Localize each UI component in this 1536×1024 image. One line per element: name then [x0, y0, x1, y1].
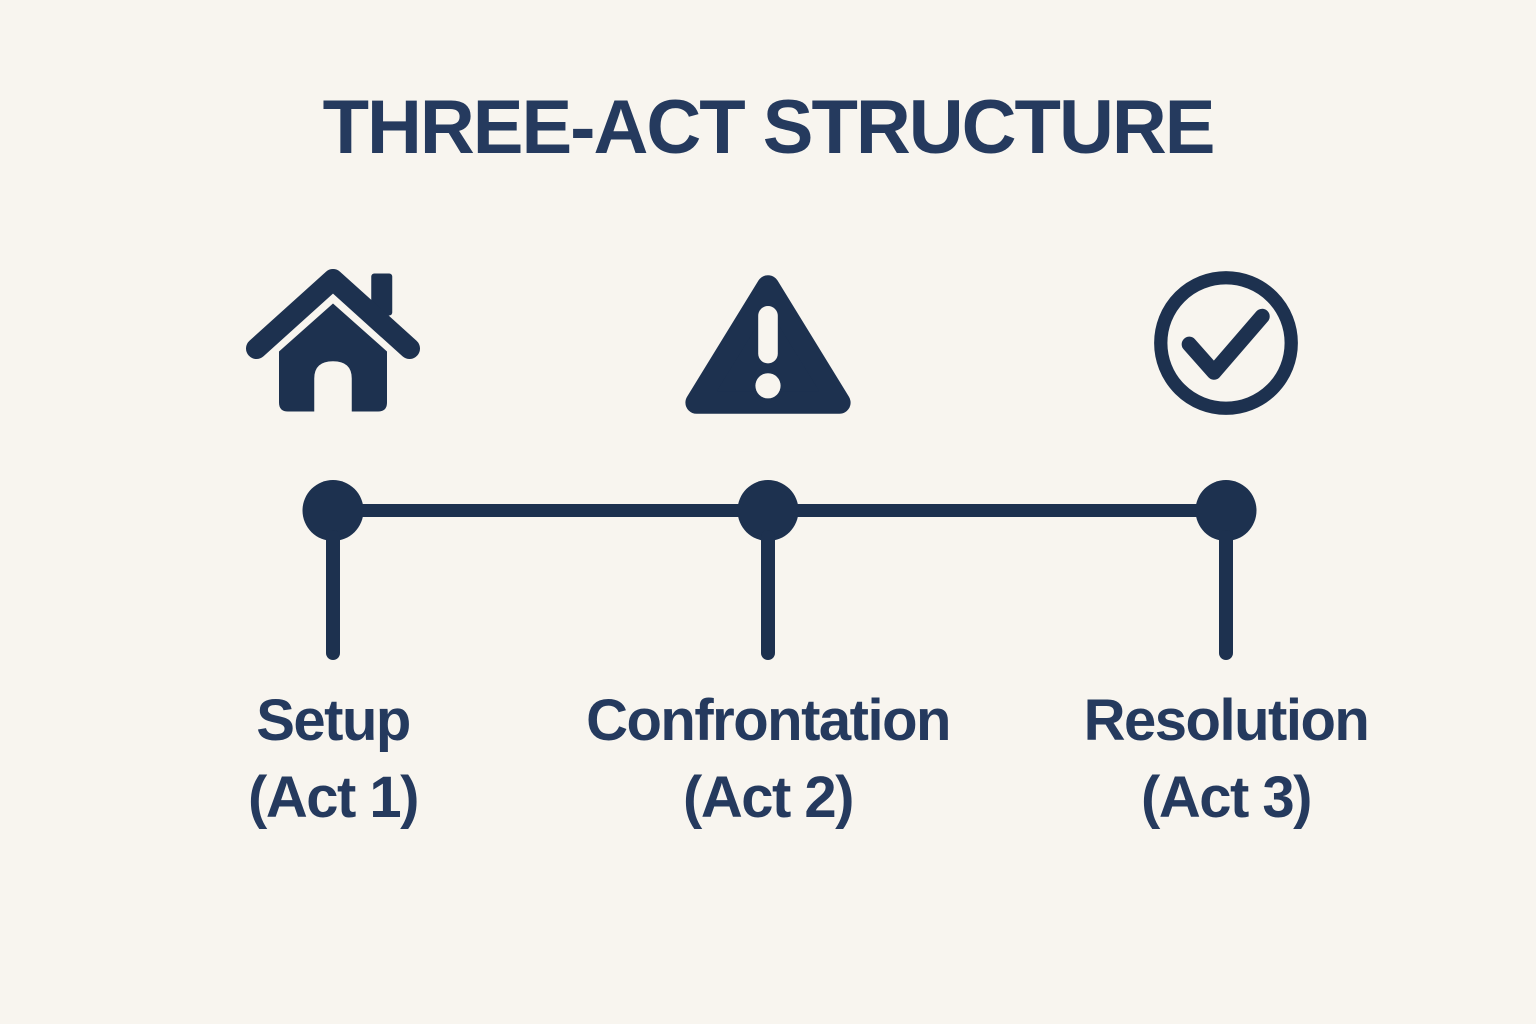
stage-confrontation: Confrontation (Act 2) [558, 0, 978, 1024]
timeline-stem [761, 530, 775, 660]
timeline-stem [1219, 530, 1233, 660]
stage-label: Confrontation (Act 2) [558, 682, 978, 836]
warning-triangle-icon [684, 268, 852, 414]
stage-label-act: (Act 1) [248, 765, 419, 831]
stage-setup: Setup (Act 1) [123, 0, 543, 1024]
diagram-title: THREE-ACT STRUCTURE [322, 85, 1216, 170]
stage-label-name: Resolution [1083, 688, 1370, 753]
stage-label-act: (Act 3) [1141, 765, 1312, 831]
stage-label: Resolution (Act 3) [1016, 682, 1436, 836]
stage-resolution: Resolution (Act 3) [1016, 0, 1436, 1024]
house-icon [243, 263, 423, 416]
timeline-stem [326, 530, 340, 660]
check-circle-icon [1150, 267, 1302, 419]
stage-label-name: Confrontation [586, 688, 951, 753]
stage-label: Setup (Act 1) [123, 682, 543, 836]
stage-label-name: Setup [256, 688, 411, 753]
stage-label-act: (Act 2) [683, 765, 854, 831]
